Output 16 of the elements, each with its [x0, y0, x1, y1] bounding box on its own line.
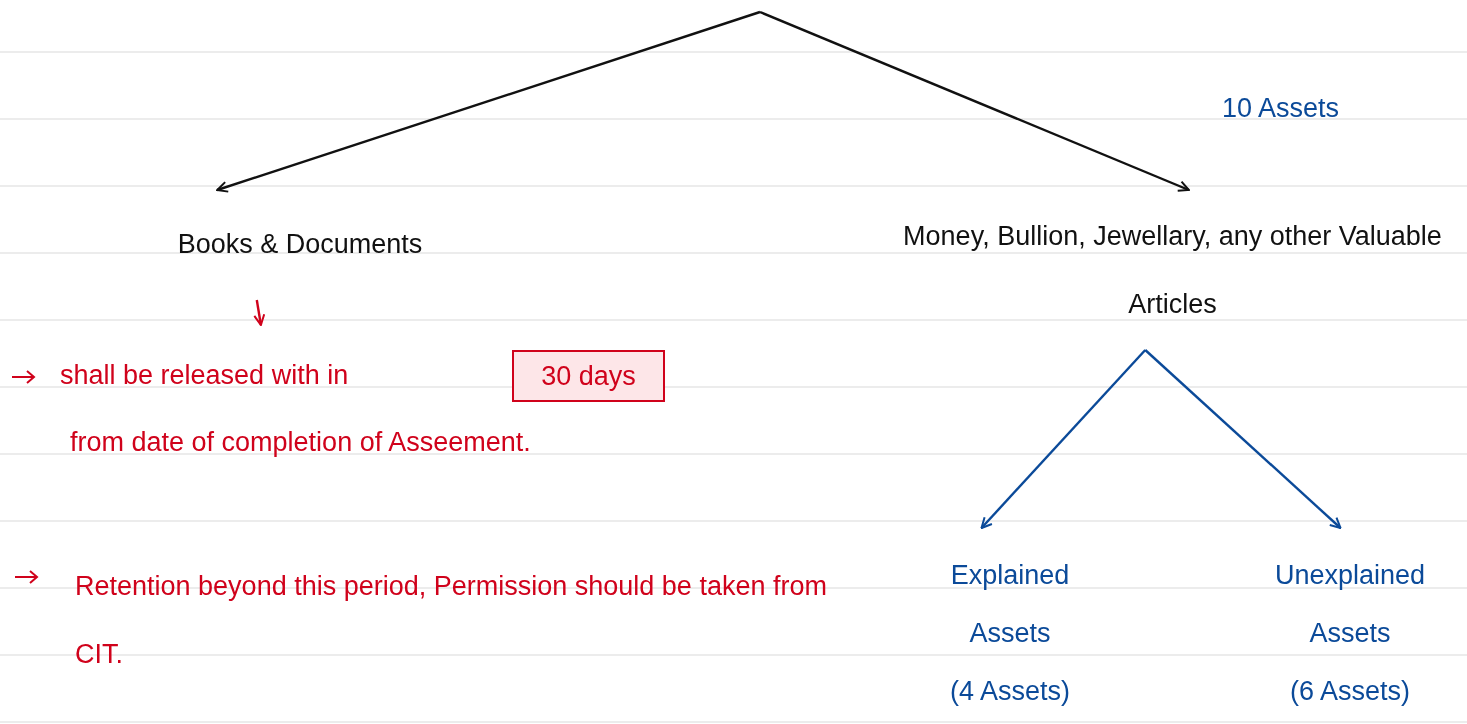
node-label: from date of completion of Asseement.: [70, 426, 531, 459]
arrow: [759, 10, 1190, 192]
arrow: [216, 10, 761, 193]
node-label: Explained Assets: [949, 559, 1071, 650]
note-text: Retention beyond this period, Permission should be taken from CIT.: [75, 570, 828, 671]
arrow: [253, 299, 266, 326]
node-label: (6 Assets): [1288, 675, 1411, 708]
highlight-box: 30 days: [512, 350, 665, 402]
node-label: shall be released with in: [60, 359, 349, 392]
annotation-text: 10 Assets: [1222, 92, 1341, 125]
node-label: Unexplained Assets: [1273, 559, 1427, 650]
arrow: [980, 349, 1147, 529]
node-label: Books & Documents: [120, 190, 480, 300]
arrow: [1144, 349, 1342, 529]
node-label: Money, Bullion, Jewellary, any other Valuable Articles: [900, 190, 1445, 350]
node-label: (4 Assets): [948, 675, 1071, 708]
